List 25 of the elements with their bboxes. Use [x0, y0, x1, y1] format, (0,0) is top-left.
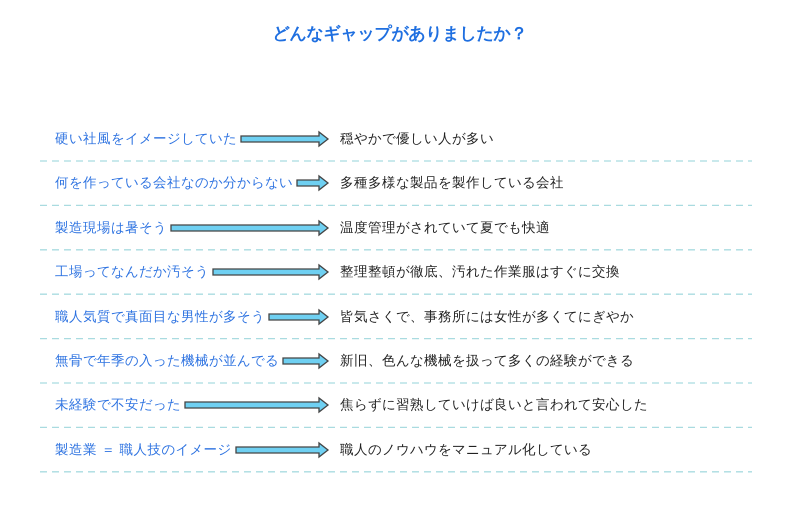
- expectation-text: 製造業 ＝ 職人技のイメージ: [55, 440, 232, 460]
- heading: どんなギャップがありましたか？: [272, 23, 528, 45]
- block-arrow: [296, 174, 330, 192]
- reality-text: 職人のノウハウをマニュアル化している: [340, 440, 592, 460]
- expectation-text: 工場ってなんだか汚そう: [55, 262, 209, 282]
- block-arrow: [184, 396, 330, 414]
- expectation-text: 未経験で不安だった: [55, 395, 181, 416]
- expectation-text: 職人気質で真面目な男性が多そう: [55, 306, 265, 327]
- block-arrow: [212, 264, 330, 280]
- block-arrow: [282, 352, 330, 370]
- reality-text: 多種多様な製品を製作している会社: [340, 173, 564, 194]
- block-arrow: [240, 130, 330, 148]
- block-arrow: [268, 308, 330, 326]
- expectation-text: 何を作っている会社なのか分からない: [55, 173, 293, 194]
- reality-text: 皆気さくで、事務所には女性が多くてにぎやか: [340, 306, 634, 327]
- reality-text: 焦らずに習熟していけば良いと言われて安心した: [340, 395, 648, 416]
- block-arrow: [235, 442, 330, 458]
- reality-text: 整理整頓が徹底、汚れた作業服はすぐに交換: [340, 262, 620, 282]
- reality-text: 穏やかで優しい人が多い: [340, 129, 494, 149]
- expectation-text: 硬い社風をイメージしていた: [55, 129, 237, 149]
- expectation-text: 無骨で年季の入った機械が並んでる: [55, 351, 279, 371]
- block-arrow: [170, 220, 330, 236]
- reality-text: 新旧、色んな機械を扱って多くの経験ができる: [340, 351, 634, 371]
- expectation-text: 製造現場は暑そう: [55, 218, 167, 238]
- reality-text: 温度管理がされていて夏でも快適: [340, 218, 550, 238]
